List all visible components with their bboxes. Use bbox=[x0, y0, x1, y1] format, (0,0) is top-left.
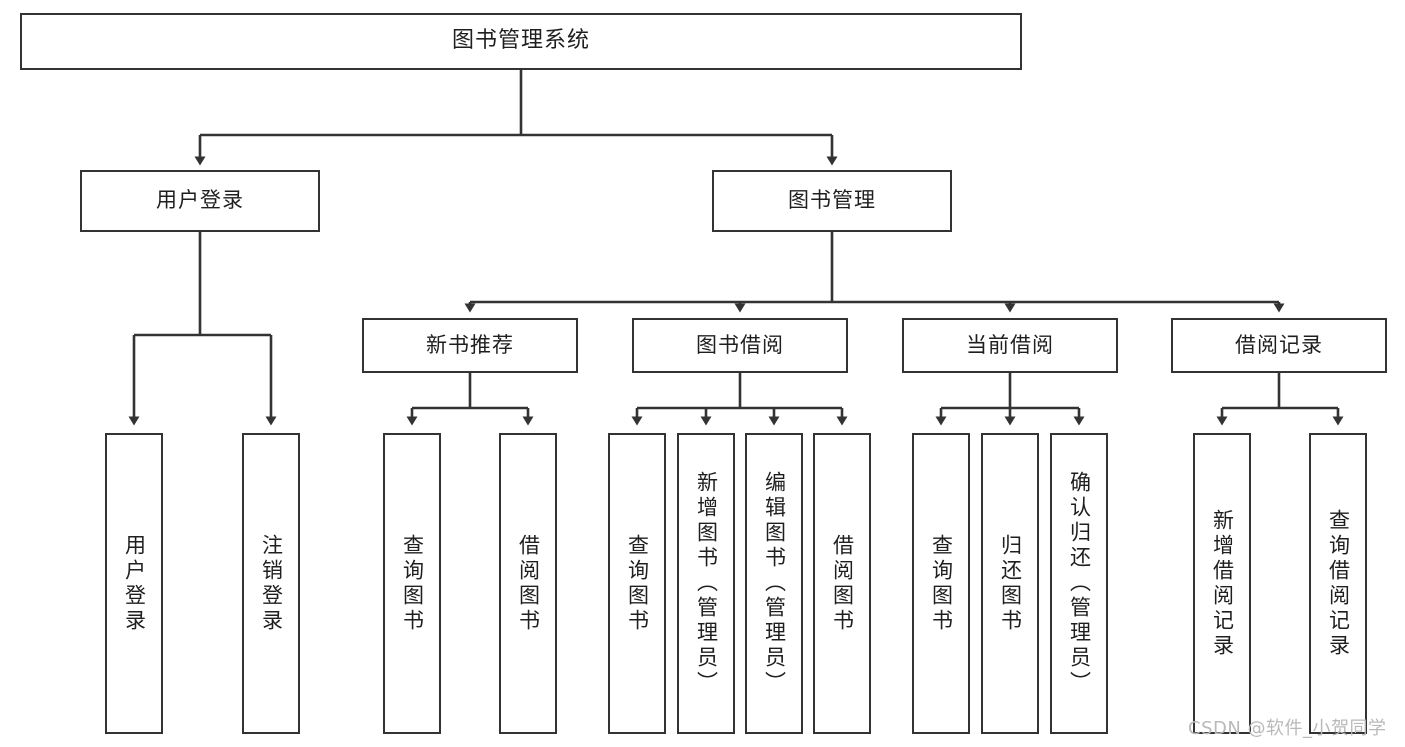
node-book-borrow[interactable]: 图书借阅 bbox=[632, 318, 848, 373]
leaf-user-login[interactable]: 用户登录 bbox=[105, 433, 163, 734]
node-current-borrow[interactable]: 当前借阅 bbox=[902, 318, 1118, 373]
leaf-add-borrow-record[interactable]: 新增借阅记录 bbox=[1193, 433, 1251, 734]
node-label: 查询借阅记录 bbox=[1326, 508, 1351, 659]
node-book-management[interactable]: 图书管理 bbox=[712, 170, 952, 232]
node-new-book-recommend[interactable]: 新书推荐 bbox=[362, 318, 578, 373]
leaf-add-book-admin[interactable]: 新增图书（管理员） bbox=[677, 433, 735, 734]
node-label: 查询图书 bbox=[929, 533, 954, 634]
leaf-logout[interactable]: 注销登录 bbox=[242, 433, 300, 734]
leaf-edit-book-admin[interactable]: 编辑图书（管理员） bbox=[745, 433, 803, 734]
leaf-query-book-borrow[interactable]: 查询图书 bbox=[608, 433, 666, 734]
node-label: 借阅记录 bbox=[1235, 332, 1323, 357]
node-label: 当前借阅 bbox=[966, 332, 1054, 357]
node-label: 确认归还（管理员） bbox=[1067, 471, 1092, 696]
node-label: 用户登录 bbox=[122, 533, 147, 634]
node-label: 查询图书 bbox=[400, 533, 425, 634]
node-user-login[interactable]: 用户登录 bbox=[80, 170, 320, 232]
leaf-return-book[interactable]: 归还图书 bbox=[981, 433, 1039, 734]
leaf-query-borrow-record[interactable]: 查询借阅记录 bbox=[1309, 433, 1367, 734]
leaf-borrow-book[interactable]: 借阅图书 bbox=[813, 433, 871, 734]
leaf-borrow-book-new[interactable]: 借阅图书 bbox=[499, 433, 557, 734]
node-label: 编辑图书（管理员） bbox=[762, 471, 787, 696]
node-label: 图书管理系统 bbox=[451, 28, 590, 54]
node-label: 新增图书（管理员） bbox=[694, 471, 719, 696]
node-label: 图书管理 bbox=[788, 188, 876, 213]
node-label: 归还图书 bbox=[998, 533, 1023, 634]
node-label: 用户登录 bbox=[156, 188, 244, 213]
node-label: 借阅图书 bbox=[516, 533, 541, 634]
node-label: 图书借阅 bbox=[696, 332, 784, 357]
watermark-text: CSDN @软件_小贺同学 bbox=[1188, 718, 1387, 739]
node-label: 查询图书 bbox=[625, 533, 650, 634]
node-label: 注销登录 bbox=[259, 533, 284, 634]
leaf-query-book-current[interactable]: 查询图书 bbox=[912, 433, 970, 734]
node-label: 新书推荐 bbox=[426, 332, 514, 357]
node-label: 新增借阅记录 bbox=[1210, 508, 1235, 659]
leaf-query-book-new[interactable]: 查询图书 bbox=[383, 433, 441, 734]
node-label: 借阅图书 bbox=[830, 533, 855, 634]
node-root-system[interactable]: 图书管理系统 bbox=[20, 13, 1022, 70]
node-borrow-records[interactable]: 借阅记录 bbox=[1171, 318, 1387, 373]
leaf-confirm-return-admin[interactable]: 确认归还（管理员） bbox=[1050, 433, 1108, 734]
